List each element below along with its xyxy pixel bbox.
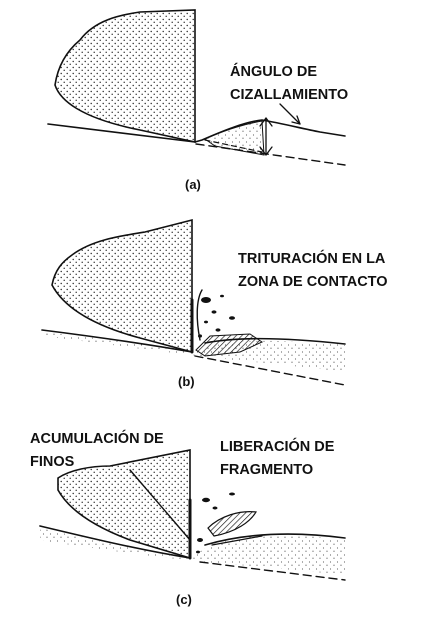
crushed-particles: [198, 294, 235, 338]
label-shear-angle-line2: CIZALLAMIENTO: [230, 87, 348, 103]
label-fragment-line2: FRAGMENTO: [220, 462, 313, 478]
panel-c: ACUMULACIÓN DE FINOS LIBERACIÓN DE FRAGM…: [30, 429, 346, 607]
fines-particles: [196, 492, 235, 554]
rock-surface-a: [47, 119, 346, 143]
rock-surface-b: [42, 332, 345, 372]
chip-a: [203, 120, 265, 156]
panel-a: ÁNGULO DE CIZALLAMIENTO (a): [47, 9, 348, 192]
label-fines-line1: ACUMULACIÓN DE: [30, 429, 164, 447]
caption-b: (b): [178, 374, 195, 389]
shear-plane-a: [195, 143, 346, 166]
label-crushing-line2: ZONA DE CONTACTO: [238, 274, 388, 290]
label-shear-angle-line1: ÁNGULO DE: [230, 63, 317, 80]
cutting-tool-b: [51, 218, 193, 354]
released-fragment: [207, 511, 257, 537]
rock-surface-c: [40, 528, 345, 575]
label-fragment-line1: LIBERACIÓN DE: [220, 437, 335, 455]
caption-c: (c): [176, 592, 192, 607]
crushed-zone: [195, 333, 264, 357]
caption-a: (a): [185, 177, 201, 192]
cutting-tool-a: [54, 9, 196, 143]
label-crushing-line1: TRITURACIÓN EN LA: [238, 249, 386, 267]
label-fines-line2: FINOS: [30, 454, 75, 470]
cutting-tool-c: [57, 449, 191, 560]
panel-b: TRITURACIÓN EN LA ZONA DE CONTACTO (b): [41, 218, 388, 389]
